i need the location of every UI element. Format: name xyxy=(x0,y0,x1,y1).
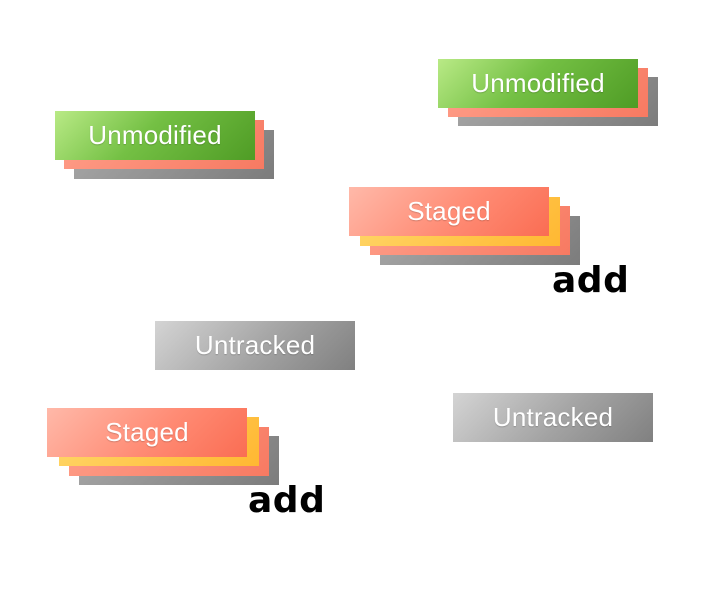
untracked-card-middle: Untracked xyxy=(155,321,355,370)
unmodified-card-left: Unmodified xyxy=(55,111,275,180)
untracked-label: Untracked xyxy=(194,330,316,360)
staged-card-left: Staged xyxy=(47,408,280,486)
unmodified-label: Unmodified xyxy=(88,120,222,150)
staged-label: Staged xyxy=(105,417,189,447)
add-command-right: add xyxy=(552,260,630,301)
staged-label-box: Staged xyxy=(349,187,549,236)
untracked-card-right: Untracked xyxy=(453,393,653,442)
add-command-left: add xyxy=(248,480,326,521)
staged-label: Staged xyxy=(407,196,491,226)
unmodified-label-box: Unmodified xyxy=(55,111,255,160)
untracked-label-box: Untracked xyxy=(453,393,653,442)
staged-card-right: Staged xyxy=(349,187,581,266)
staged-label-box: Staged xyxy=(47,408,247,457)
untracked-label-box: Untracked xyxy=(155,321,355,370)
unmodified-label: Unmodified xyxy=(471,68,605,98)
unmodified-card-top-right: Unmodified xyxy=(438,59,659,127)
unmodified-label-box: Unmodified xyxy=(438,59,638,108)
untracked-label: Untracked xyxy=(492,402,614,432)
